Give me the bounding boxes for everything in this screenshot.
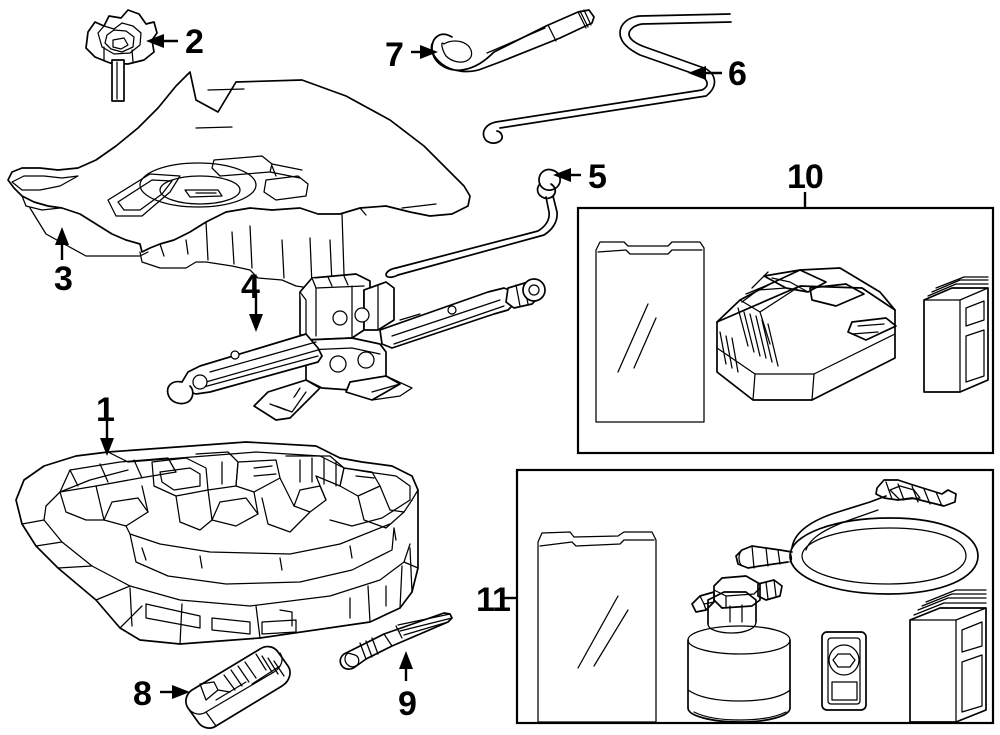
leader-4 xyxy=(249,292,263,332)
leader-8 xyxy=(160,685,190,699)
callout-label-9[interactable]: 9 xyxy=(398,685,417,723)
callout-leaders xyxy=(55,34,807,699)
part-1-spare-tire-tool-tray xyxy=(15,441,419,645)
part-8-knurled-tool-grip xyxy=(185,645,291,729)
part-3-spare-tire-cover-board xyxy=(7,71,471,289)
callout-label-10[interactable]: 10 xyxy=(787,158,824,196)
leader-5 xyxy=(553,168,581,182)
callout-label-3[interactable]: 3 xyxy=(54,260,73,298)
group11-pressure-gauge-label xyxy=(821,631,867,711)
callout-label-11[interactable]: 11 xyxy=(476,581,511,619)
group10-air-compressor xyxy=(716,267,897,401)
part-7-lug-wrench xyxy=(430,9,595,73)
leader-2 xyxy=(146,34,178,48)
part-6-jack-crank-rod xyxy=(482,13,732,144)
part-9-jack-extension-bar xyxy=(339,612,453,670)
group10-storage-bag xyxy=(595,241,705,423)
group-11-sealant-kit-box xyxy=(515,468,995,725)
callout-label-5[interactable]: 5 xyxy=(588,158,607,196)
callout-label-1[interactable]: 1 xyxy=(96,391,115,429)
leader-7 xyxy=(411,45,438,59)
group11-instruction-booklet xyxy=(909,589,987,723)
group11-inflator-hose xyxy=(735,479,979,595)
group-10-inflator-kit-box xyxy=(576,206,995,455)
part-5-jack-handle-swivel xyxy=(385,168,561,279)
leader-6 xyxy=(688,66,722,80)
part-2-spare-tire-retainer-nut xyxy=(85,9,158,102)
part-4-scissor-jack xyxy=(166,273,546,421)
callout-label-4[interactable]: 4 xyxy=(241,268,260,306)
leader-1 xyxy=(100,412,114,456)
leader-3 xyxy=(55,227,69,260)
callout-label-7[interactable]: 7 xyxy=(385,36,404,74)
group11-sealant-bottle xyxy=(687,575,791,723)
callout-label-6[interactable]: 6 xyxy=(728,55,747,93)
group11-storage-bag xyxy=(537,531,657,723)
leader-9 xyxy=(399,651,413,681)
callout-label-2[interactable]: 2 xyxy=(185,23,204,61)
callout-label-8[interactable]: 8 xyxy=(133,675,152,713)
group10-instruction-booklet xyxy=(923,276,989,393)
